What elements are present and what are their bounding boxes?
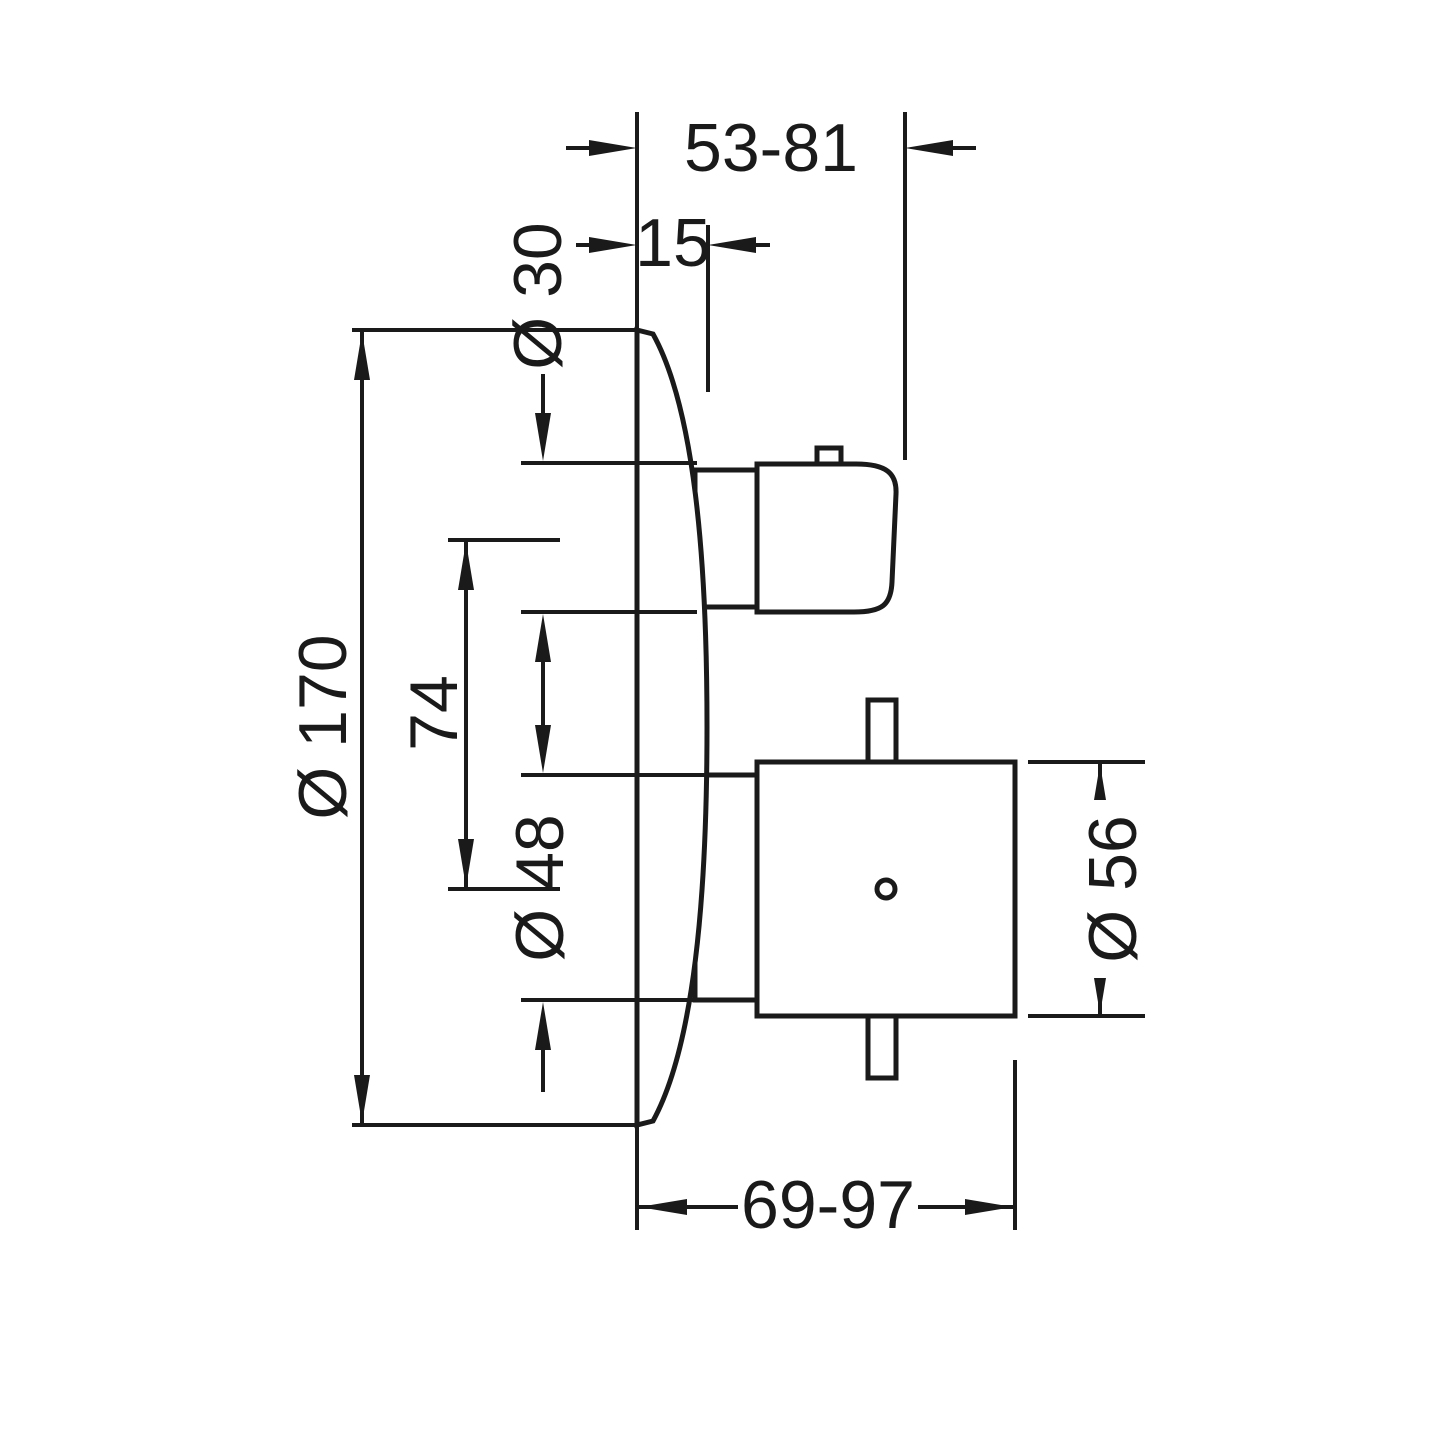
dim-label: 69-97 (741, 1167, 915, 1243)
arrowhead (589, 237, 637, 253)
arrowhead (535, 725, 551, 773)
arrowhead (965, 1199, 1013, 1215)
arrowhead (535, 614, 551, 662)
shutoff-lever-bottom (865, 1013, 899, 1081)
dim-label: Ø 170 (285, 634, 361, 819)
arrowhead (354, 332, 370, 380)
arrowhead (458, 839, 474, 887)
arrowhead (535, 413, 551, 461)
dim-label: 74 (396, 675, 472, 751)
dim-sleeve-diameter: Ø 48 (502, 725, 578, 1092)
dim-installation-depth-bottom: 69-97 (637, 1167, 1015, 1243)
dim-thermostat-handle-diameter: Ø 30 (500, 222, 576, 727)
dim-label: 15 (635, 205, 711, 281)
dim-plate-thickness: 15 (576, 205, 770, 281)
dim-handle-center-distance: 74 (396, 540, 474, 889)
arrowhead (905, 140, 953, 156)
dim-label: 53-81 (684, 110, 858, 186)
thermostat-handle (754, 461, 899, 615)
arrowhead (589, 140, 637, 156)
thermostat-handle-tab (814, 445, 844, 467)
dim-shutoff-handle-diameter: Ø 56 (1075, 762, 1151, 1016)
handle-center-dot (874, 877, 898, 901)
label-background (738, 1174, 918, 1238)
fixture-outline (634, 326, 1018, 1129)
dim-installation-depth-top: 53-81 (566, 110, 976, 186)
shutoff-lever-top (865, 697, 899, 765)
arrowhead (708, 237, 756, 253)
dimension-annotations: 53-81 15 Ø 30 Ø 170 (285, 110, 1151, 1243)
dim-label: Ø 56 (1075, 815, 1151, 962)
escutcheon-plate (634, 326, 710, 1129)
label-background (1079, 800, 1147, 978)
arrowhead (458, 542, 474, 590)
arrowhead (354, 1075, 370, 1123)
dim-label: Ø 30 (500, 222, 576, 369)
dim-label: Ø 48 (502, 814, 578, 961)
dim-escutcheon-diameter: Ø 170 (285, 330, 370, 1125)
arrowhead (535, 1002, 551, 1050)
arrowhead (639, 1199, 687, 1215)
